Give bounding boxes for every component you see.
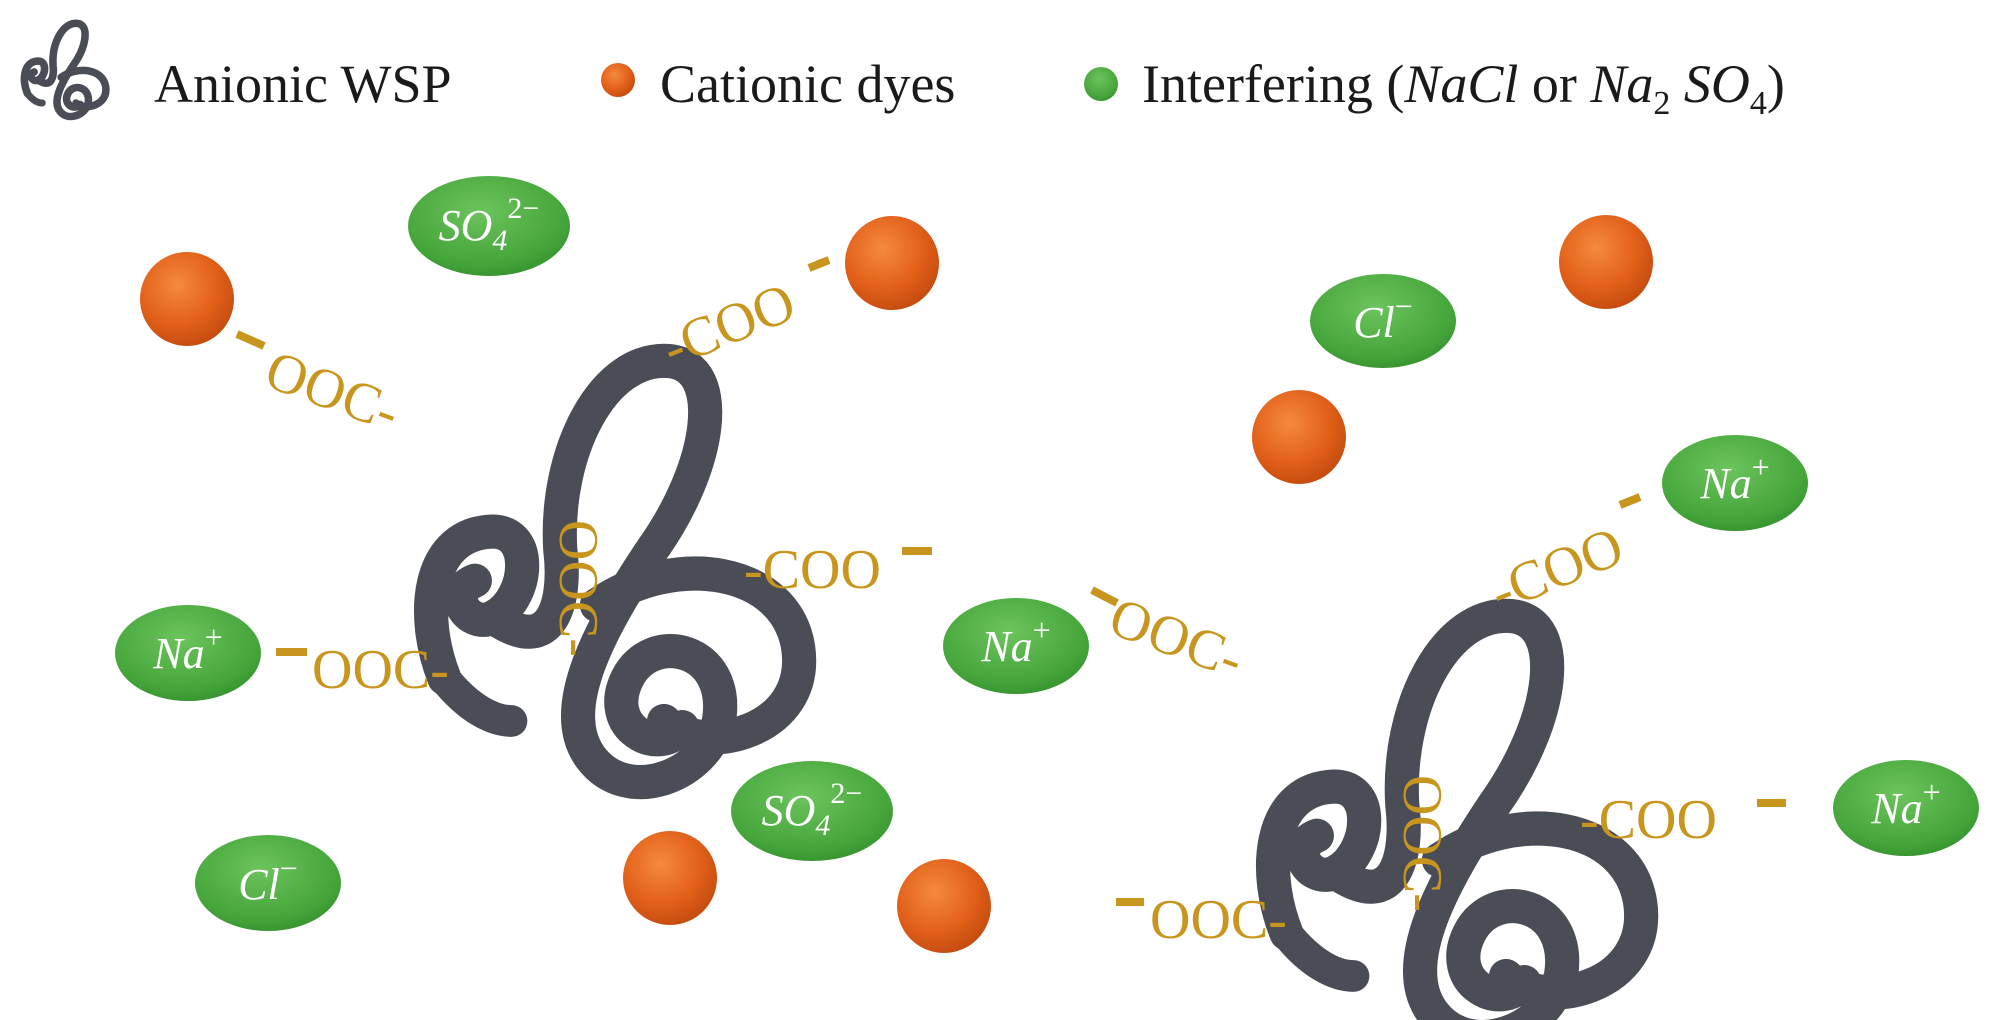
sodium-sup: + [1923, 774, 1941, 810]
cationic-dye [1559, 215, 1653, 309]
dye-legend-icon [601, 63, 635, 97]
carboxylate-group: OOC- [258, 339, 408, 444]
svg-text:Na+: Na+ [152, 619, 222, 678]
sulfate-sub: 4 [492, 224, 507, 257]
sodium-label: Na [1870, 784, 1922, 833]
legend-interfering-prefix: Interfering ( [1142, 54, 1404, 114]
bond-dash [235, 330, 266, 350]
cationic-dye [1252, 390, 1346, 484]
cationic-dye [845, 216, 939, 310]
legend-sub2: 2 [1653, 85, 1670, 122]
carboxylate-group: OOC- [312, 639, 449, 701]
svg-text:Cl−: Cl− [1353, 288, 1413, 347]
sodium-ion: Na+ [943, 598, 1089, 694]
sulfate-ion: SO42− [408, 176, 570, 276]
sodium-sup: + [1033, 612, 1051, 648]
legend-wsp-label: Anionic WSP [154, 54, 452, 114]
sodium-sup: + [1752, 449, 1770, 485]
legend-dye-label: Cationic dyes [660, 54, 955, 114]
carboxylate-group: OOC- [1150, 889, 1287, 951]
legend-sub4: 4 [1750, 85, 1767, 122]
sulfate-label: SO [762, 786, 816, 835]
sodium-sup: + [205, 619, 223, 655]
sodium-label: Na [1699, 459, 1751, 508]
chloride-sup: − [280, 850, 298, 886]
svg-text:SO42−: SO42− [439, 192, 540, 257]
sodium-ion: Na+ [115, 605, 261, 701]
carboxylate-group: -COO [744, 539, 881, 601]
bond-dash [1090, 586, 1119, 607]
chloride-sup: − [1395, 288, 1413, 324]
sodium-ion: Na+ [1833, 760, 1979, 856]
legend-interfering-suffix: ) [1767, 54, 1785, 114]
svg-text:Na+: Na+ [1870, 774, 1940, 833]
legend: Anionic WSP Cationic dyes Interfering (N… [24, 23, 1785, 122]
legend-or: or [1518, 54, 1590, 114]
interfering-ions: SO42− Cl− Na+ Na+ Na+ Na+ SO42− [115, 176, 1979, 931]
legend-so4: SO [1670, 54, 1750, 114]
sulfate-sub: 4 [815, 809, 830, 842]
carboxylate-group: OOC- [1391, 775, 1453, 912]
svg-text:Na+: Na+ [980, 612, 1050, 671]
carboxylate-group: -COO [1482, 515, 1632, 624]
carboxylate-group: OOC- [1102, 586, 1252, 691]
svg-text:SO42−: SO42− [762, 777, 863, 842]
chloride-label: Cl [1353, 298, 1395, 347]
carboxylate-group: OOC- [547, 520, 609, 657]
chloride-label: Cl [238, 860, 280, 909]
chloride-ion: Cl− [195, 835, 341, 931]
legend-nacl: NaCl [1403, 54, 1518, 114]
sulfate-label: SO [439, 201, 493, 250]
cationic-dye [897, 859, 991, 953]
svg-text:Na+: Na+ [1699, 449, 1769, 508]
bond-dash [807, 256, 831, 272]
chloride-ion: Cl− [1310, 274, 1456, 368]
bond-dash [1618, 493, 1642, 509]
cationic-dye [623, 831, 717, 925]
cationic-dyes [140, 215, 1653, 953]
sulfate-sup: 2− [830, 777, 862, 810]
sodium-label: Na [152, 629, 204, 678]
carboxylate-group: -COO [654, 271, 804, 380]
wsp-legend-icon [24, 23, 105, 116]
svg-text:Cl−: Cl− [238, 850, 298, 909]
interfering-legend-icon [1084, 67, 1118, 101]
cationic-dye [140, 252, 234, 346]
sodium-label: Na [980, 622, 1032, 671]
sodium-ion: Na+ [1662, 435, 1808, 531]
sulfate-ion: SO42− [731, 761, 893, 861]
carboxylate-group: -COO [1580, 789, 1717, 851]
sulfate-sup: 2− [507, 192, 539, 225]
legend-interfering-label: Interfering (NaCl or Na2 SO4) [1142, 54, 1785, 122]
legend-na2: Na [1589, 54, 1653, 114]
